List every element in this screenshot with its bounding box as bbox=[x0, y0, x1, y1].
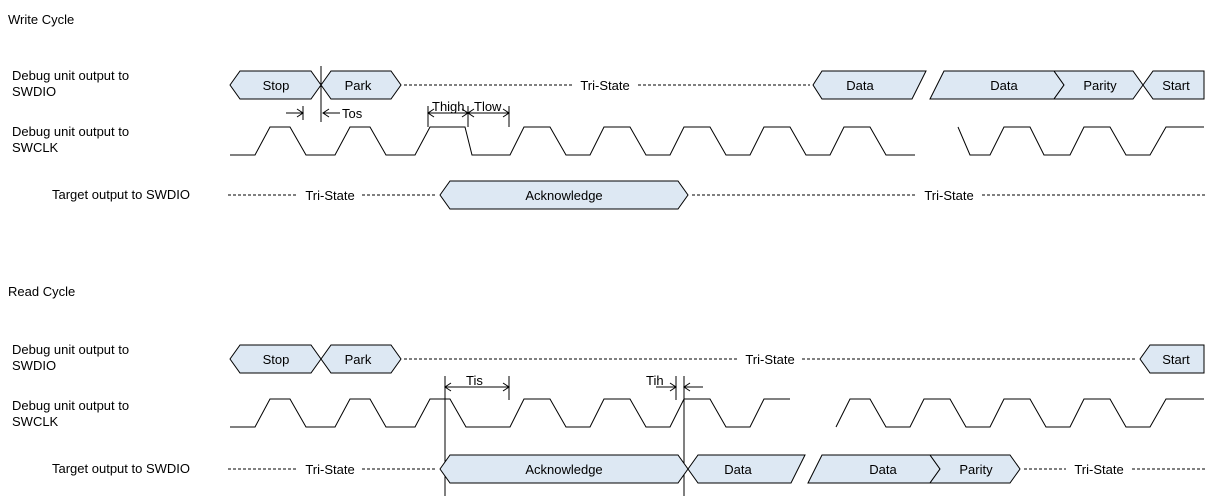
segment-label: Tri-State bbox=[580, 78, 629, 93]
segment-label: Parity bbox=[959, 462, 993, 477]
tlow-label: Tlow bbox=[474, 99, 502, 114]
segment-label: Park bbox=[345, 352, 372, 367]
bus-segment-park bbox=[320, 70, 402, 100]
write-swdio-label: Debug unit output to SWDIO bbox=[12, 68, 130, 99]
segment-label: Stop bbox=[263, 352, 290, 367]
read-swclk-wave bbox=[230, 398, 1204, 428]
segment-label: Tri-State bbox=[924, 188, 973, 203]
segment-label: Tri-State bbox=[305, 462, 354, 477]
write-timing-annotations: Tos Thigh Tlow bbox=[286, 66, 510, 127]
read-target-wave: Tri-State Acknowledge Data Data Parity T… bbox=[228, 454, 1206, 484]
segment-label: Park bbox=[345, 78, 372, 93]
read-swdio-wave: Stop Park Tri-State Start bbox=[229, 344, 1205, 374]
tih-label: Tih bbox=[646, 373, 664, 388]
bus-segment-park bbox=[320, 344, 402, 374]
read-timing-annotations: Tis Tih bbox=[444, 373, 703, 496]
segment-label: Data bbox=[869, 462, 897, 477]
bus-segment-parity bbox=[929, 454, 1021, 484]
segment-label: Tri-State bbox=[745, 352, 794, 367]
bus-segment-data bbox=[687, 454, 806, 484]
tos-label: Tos bbox=[342, 106, 363, 121]
write-target-wave: Tri-State Acknowledge Tri-State bbox=[228, 180, 1206, 210]
write-target-label: Target output to SWDIO bbox=[52, 187, 191, 202]
read-swclk-label: Debug unit output to SWCLK bbox=[12, 398, 130, 429]
segment-label: Data bbox=[846, 78, 874, 93]
read-swdio-label: Debug unit output to SWDIO bbox=[12, 342, 130, 373]
thigh-label: Thigh bbox=[432, 99, 465, 114]
write-swclk-wave bbox=[230, 126, 1204, 156]
segment-label: Tri-State bbox=[1074, 462, 1123, 477]
read-target-label: Target output to SWDIO bbox=[52, 461, 191, 476]
tis-label: Tis bbox=[466, 373, 483, 388]
write-swclk-label: Debug unit output to SWCLK bbox=[12, 124, 130, 155]
bus-segment-start bbox=[1139, 344, 1205, 374]
write-cycle-title: Write Cycle bbox=[8, 12, 75, 27]
bus-segment-start bbox=[1142, 70, 1205, 100]
segment-label: Start bbox=[1162, 78, 1190, 93]
segment-label: Stop bbox=[263, 78, 290, 93]
segment-label: Acknowledge bbox=[525, 188, 602, 203]
bus-segment-acknowledge bbox=[439, 180, 689, 210]
segment-label: Data bbox=[724, 462, 752, 477]
segment-label: Acknowledge bbox=[525, 462, 602, 477]
write-swdio-wave: Stop Park Tri-State Data Data Parity Sta… bbox=[229, 70, 1205, 100]
segment-label: Parity bbox=[1083, 78, 1117, 93]
segment-label: Data bbox=[990, 78, 1018, 93]
bus-segment-data bbox=[812, 70, 927, 100]
segment-label: Start bbox=[1162, 352, 1190, 367]
read-cycle-title: Read Cycle bbox=[8, 284, 76, 299]
segment-label: Tri-State bbox=[305, 188, 354, 203]
bus-segment-parity bbox=[1053, 70, 1144, 100]
